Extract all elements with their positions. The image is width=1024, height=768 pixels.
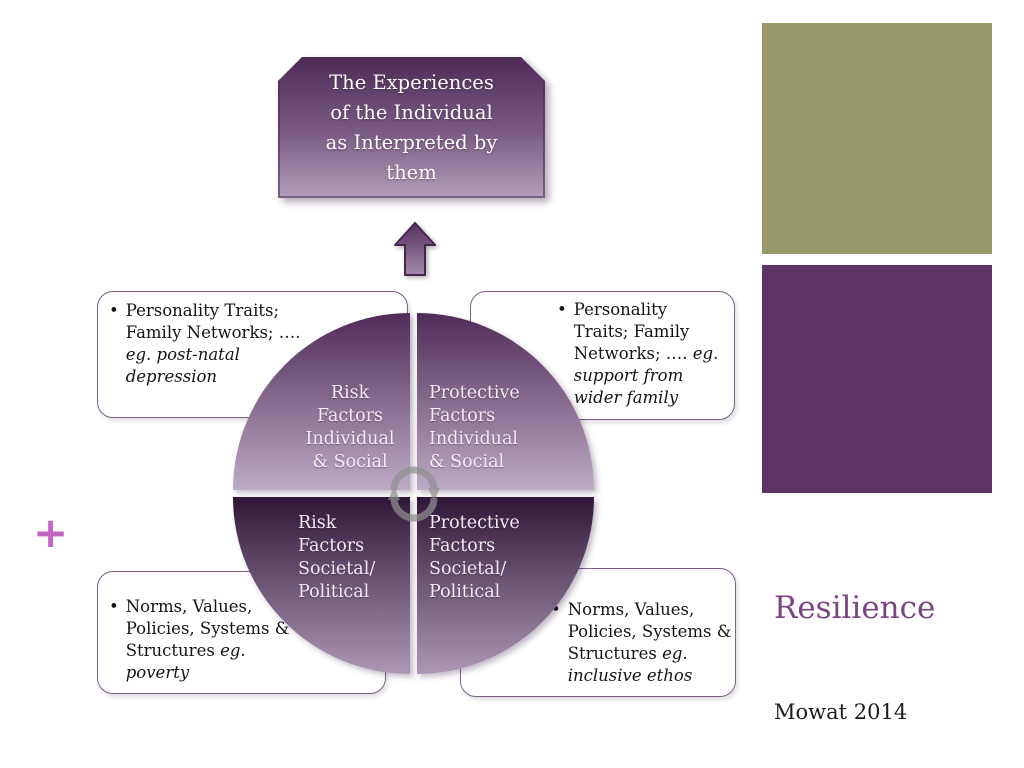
bullet: •	[557, 300, 567, 319]
callout-text: Norms, Values, Policies, Systems & Struc…	[568, 599, 735, 687]
callout-text-normal: Norms, Values, Policies, Systems & Struc…	[125, 597, 290, 660]
bullet: •	[109, 301, 119, 320]
up-arrow-icon	[394, 222, 436, 276]
olive-color-block	[762, 23, 992, 254]
callout-text: Personality Traits; Family Networks; …. …	[126, 300, 310, 388]
callout-text-italic: eg. inclusive ethos	[567, 644, 693, 685]
callout-content: • Personality Traits; Family Networks; ……	[98, 292, 407, 388]
callout-content: • Norms, Values, Policies, Systems & Str…	[461, 569, 735, 687]
callout-text: Personality Traits; Family Networks; …. …	[574, 299, 726, 409]
experiences-box: The Experiences of the Individual as Int…	[278, 57, 545, 198]
quadrant-label-protective-individual: Protective Factors Individual & Social	[429, 383, 520, 472]
quadrant-circle	[233, 313, 594, 674]
slide-title: Resilience	[774, 590, 936, 626]
attribution-text: Mowat 2014	[774, 700, 908, 724]
experiences-box-shape: The Experiences of the Individual as Int…	[278, 57, 545, 198]
bullet: •	[109, 597, 119, 616]
callout-text-normal: Personality Traits; Family Networks; ….	[573, 300, 690, 363]
rotate-arrows-icon	[388, 466, 440, 522]
callout-text-normal: Norms, Values, Policies, Systems & Struc…	[567, 600, 732, 663]
quadrant-label-risk-individual: Risk Factors Individual & Social	[305, 383, 395, 472]
quadrant-label-protective-societal: Protective Factors Societal/ Political	[429, 513, 520, 602]
purple-color-block	[762, 265, 992, 493]
callout-text-italic: eg. support from wider family	[573, 344, 719, 407]
callout-text-italic: eg. post-natal depression	[125, 345, 240, 386]
plus-icon: +	[33, 508, 69, 557]
callout-text-italic: eg. poverty	[125, 641, 246, 682]
callout-text: Norms, Values, Policies, Systems & Struc…	[126, 596, 298, 684]
callout-text-normal: Personality Traits; Family Networks; ….	[125, 301, 301, 342]
experiences-box-text: The Experiences of the Individual as Int…	[325, 70, 498, 184]
bullet: •	[551, 600, 561, 619]
callout-content: • Norms, Values, Policies, Systems & Str…	[98, 572, 385, 684]
quadrant-label-risk-societal: Risk Factors Societal/ Political	[298, 513, 376, 602]
callout-content: • Personality Traits; Family Networks; ……	[471, 292, 734, 409]
